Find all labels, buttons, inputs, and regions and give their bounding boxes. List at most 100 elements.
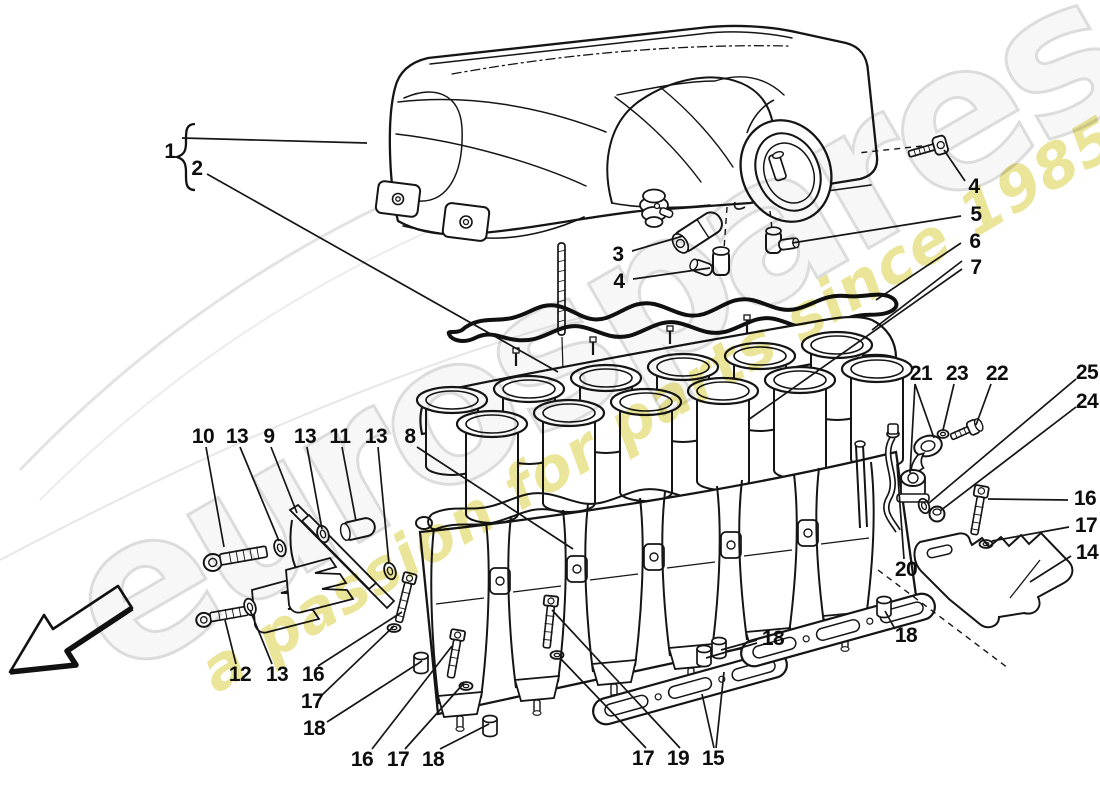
air-intake-horn [733, 99, 833, 223]
bolt-19 [542, 594, 560, 649]
leader-line [631, 235, 684, 252]
callout-19: 19 [666, 747, 690, 770]
leader-line [404, 682, 465, 750]
bolt-16-right [970, 484, 990, 536]
callout-6: 6 [969, 230, 981, 253]
bolt-16-bottom [446, 628, 466, 679]
callout-8: 8 [404, 425, 416, 448]
leader-line [928, 378, 1077, 504]
intake-trumpets [415, 314, 914, 524]
callout-20: 20 [894, 558, 918, 581]
callout-25: 25 [1075, 361, 1099, 384]
mounting-hardware-left [195, 503, 560, 679]
leader-lines [181, 137, 1077, 750]
callout-13: 13 [225, 425, 249, 448]
stud-16-mid [394, 571, 418, 624]
leader-line [914, 383, 935, 439]
callout-brace [173, 122, 196, 192]
leader-line [884, 610, 896, 630]
washer-24 [917, 497, 931, 515]
callout-16: 16 [1073, 487, 1097, 510]
bolt-12 [195, 605, 250, 628]
bolt-10 [202, 545, 269, 572]
breather-grommet [639, 188, 674, 228]
leader-line [991, 526, 1070, 542]
callout-5: 5 [970, 203, 982, 226]
leader-line [377, 446, 390, 565]
callout-18: 18 [421, 748, 445, 771]
bracket-14 [913, 531, 1074, 629]
leader-line [371, 645, 453, 750]
mounting-hardware-right [854, 418, 1074, 629]
callout-2: 2 [191, 157, 203, 180]
spacer-11 [339, 517, 376, 541]
leader-line [705, 642, 758, 659]
washers-13 [243, 524, 397, 617]
leader-line [205, 446, 225, 548]
callout-4: 4 [613, 270, 625, 293]
leader-line [909, 383, 916, 474]
leader-line [939, 406, 1077, 512]
intake-manifold [418, 450, 920, 716]
callout-21: 21 [909, 362, 933, 385]
clamp-21-upper [910, 434, 943, 477]
leader-line [239, 446, 280, 542]
leader-line [320, 625, 395, 697]
leader-line [987, 498, 1069, 501]
washers-17 [386, 539, 994, 691]
leader-line [341, 446, 357, 522]
callout-16: 16 [350, 748, 374, 771]
leader-line [270, 446, 298, 514]
callout-1: 1 [164, 140, 176, 163]
callout-3: 3 [612, 243, 624, 266]
leader-line [326, 660, 423, 723]
callout-17: 17 [1074, 514, 1098, 537]
callout-11: 11 [329, 425, 351, 448]
leader-line [715, 671, 725, 749]
leader-line [181, 137, 368, 144]
callout-12: 12 [228, 663, 252, 686]
callout-4: 4 [968, 175, 980, 198]
callout-23: 23 [945, 362, 969, 385]
leader-line [249, 609, 273, 665]
leader-line [632, 267, 711, 280]
leader-line [439, 723, 490, 750]
leader-line [747, 268, 963, 421]
callout-18: 18 [894, 624, 918, 647]
leader-line [875, 242, 962, 301]
callout-14: 14 [1075, 541, 1099, 564]
callout-17: 17 [631, 747, 655, 770]
callout-18: 18 [761, 627, 785, 650]
elbow-fitting-4 [689, 246, 730, 277]
callout-15: 15 [701, 747, 725, 770]
leader-line [943, 149, 966, 182]
leader-line [1029, 555, 1072, 583]
leader-line [896, 463, 905, 560]
leader-line-dashed [877, 569, 1009, 669]
leader-line [317, 611, 403, 667]
leader-line [871, 260, 963, 331]
leader-line [416, 446, 574, 550]
callout-18: 18 [302, 717, 326, 740]
plenum-gasket [446, 292, 899, 343]
direction-arrow [8, 584, 134, 675]
callout-16: 16 [301, 663, 325, 686]
leader-line-dashed [769, 210, 773, 230]
callout-9: 9 [263, 425, 275, 448]
leader-line [942, 383, 955, 431]
leader-line [224, 619, 237, 665]
callout-17: 17 [386, 748, 410, 771]
leader-line [206, 173, 559, 373]
support-rod [854, 440, 868, 529]
elbow-fitting-5 [765, 226, 800, 254]
leader-line [791, 215, 962, 244]
clamp-21-lower [896, 469, 930, 503]
callout-13: 13 [364, 425, 388, 448]
hose-20 [883, 423, 901, 533]
leader-line-dashed [723, 206, 728, 250]
leader-line [551, 609, 681, 749]
leader-line [975, 383, 992, 426]
